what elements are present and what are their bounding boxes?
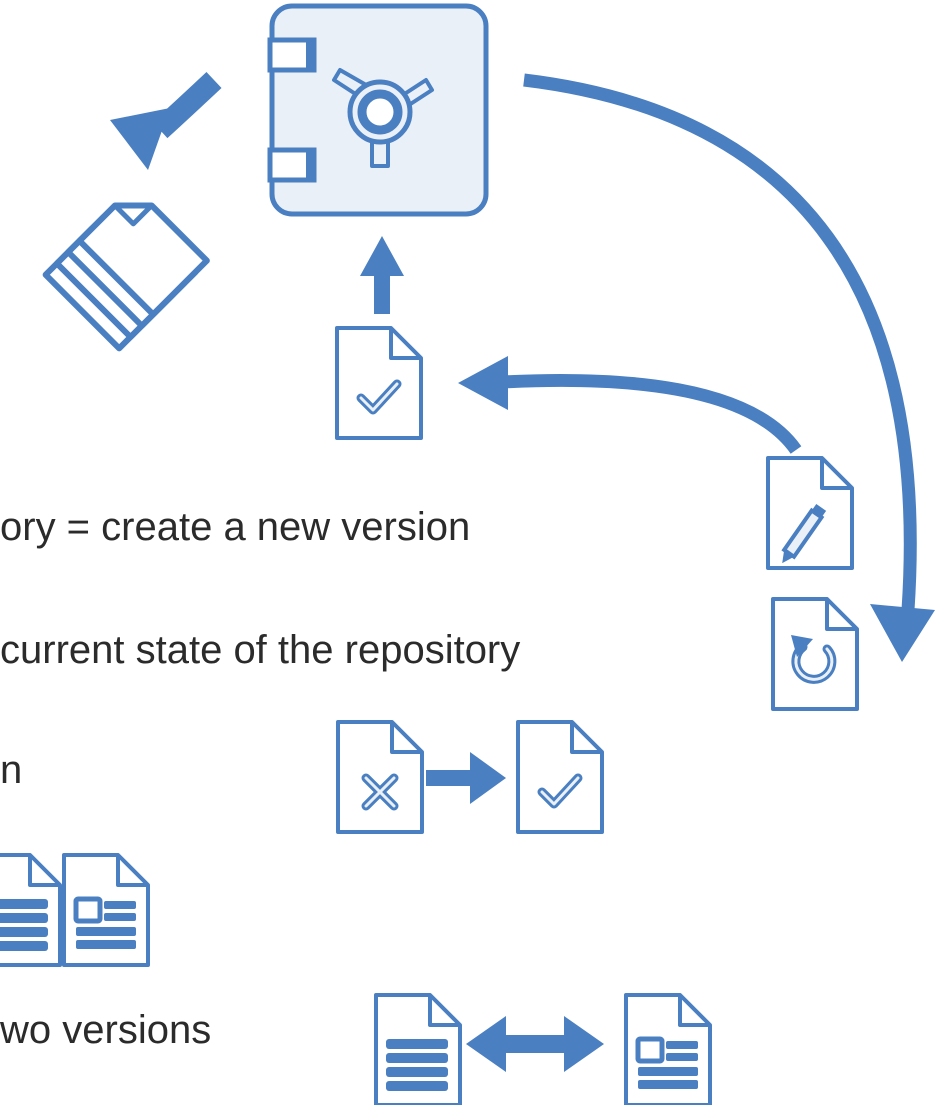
text-document-icon — [0, 853, 62, 967]
refresh-document-icon — [771, 597, 859, 711]
fix-arrow — [426, 752, 506, 804]
text-document-icon — [374, 993, 462, 1105]
diff-description: wo versions — [0, 1008, 212, 1052]
fix-description: n — [0, 748, 23, 792]
layout-document-icon — [624, 993, 712, 1105]
long-arrow-vault-to-refresh — [523, 73, 935, 662]
up-arrow-commit — [360, 236, 404, 314]
error-document-icon — [336, 720, 424, 834]
checked-document-icon — [516, 720, 604, 834]
checkout-description: current state of the repository — [0, 628, 521, 672]
document-stack-icon — [42, 202, 210, 352]
double-arrow-icon — [466, 1016, 604, 1072]
edit-document-icon — [766, 456, 854, 570]
safe-icon — [267, 3, 489, 217]
commit-description: ory = create a new version — [0, 505, 471, 549]
curved-arrow-vault-to-stack — [110, 71, 222, 170]
checked-document-icon — [335, 326, 423, 440]
layout-document-icon — [62, 853, 150, 967]
arrow-edit-to-commit — [458, 356, 802, 454]
